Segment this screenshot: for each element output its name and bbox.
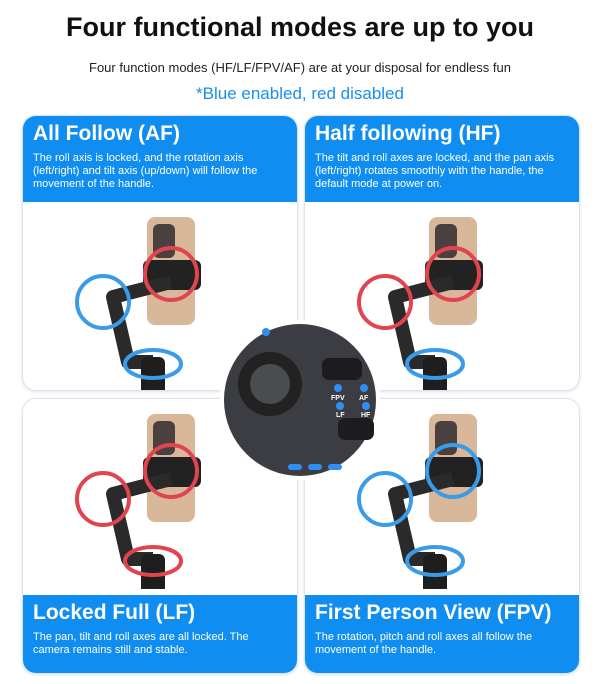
gimbal-illustration bbox=[357, 217, 483, 390]
tilt-axis-ring bbox=[357, 274, 413, 330]
mode-title: Half following (HF) bbox=[315, 122, 501, 145]
tilt-axis-ring bbox=[75, 471, 131, 527]
led-label: AF bbox=[359, 395, 369, 402]
roll-axis-ring bbox=[425, 246, 481, 302]
mode-description: The tilt and roll axes are locked, and t… bbox=[315, 152, 555, 190]
roll-axis-ring bbox=[143, 443, 199, 499]
tilt-axis-ring bbox=[357, 471, 413, 527]
mode-header: All Follow (AF) The roll axis is locked, … bbox=[23, 116, 297, 202]
gimbal-illustration bbox=[75, 414, 201, 589]
mode-header: First Person View (FPV) The rotation, pit… bbox=[305, 595, 579, 673]
led-label: FPV bbox=[331, 395, 345, 402]
mode-header: Locked Full (LF) The pan, tilt and roll a… bbox=[23, 595, 297, 673]
mode-title: First Person View (FPV) bbox=[315, 601, 552, 624]
page-title: Four functional modes are up to you bbox=[65, 12, 535, 42]
pan-axis-ring bbox=[405, 348, 465, 380]
handle bbox=[423, 357, 447, 390]
gimbal-illustration bbox=[357, 414, 483, 589]
mode-title: Locked Full (LF) bbox=[33, 601, 196, 624]
mode-description: The rotation, pitch and roll axes all fo… bbox=[315, 631, 533, 656]
gimbal-arm bbox=[106, 275, 173, 369]
roll-axis-ring bbox=[143, 246, 199, 302]
mode-card-fpv: First Person View (FPV) The rotation, pit… bbox=[304, 398, 580, 674]
handle bbox=[141, 357, 165, 390]
control-panel-closeup: FPV AF LF HF bbox=[220, 320, 380, 480]
gimbal-arm bbox=[106, 472, 173, 566]
handle bbox=[141, 554, 165, 589]
led-label: LF bbox=[336, 412, 345, 419]
mode-title: All Follow (AF) bbox=[33, 122, 180, 145]
tilt-axis-ring bbox=[75, 274, 131, 330]
pan-axis-ring bbox=[405, 545, 465, 577]
page-subtitle: Four function modes (HF/LF/FPV/AF) are a… bbox=[89, 60, 511, 75]
function-button bbox=[338, 418, 374, 440]
gimbal-illustration bbox=[75, 217, 201, 390]
mode-description: The roll axis is locked, and the rotatio… bbox=[33, 152, 258, 190]
pan-axis-ring bbox=[123, 348, 183, 380]
handle bbox=[423, 554, 447, 589]
gimbal-arm bbox=[388, 472, 455, 566]
mode-button bbox=[322, 358, 362, 380]
mode-description: The pan, tilt and roll axes are all lock… bbox=[33, 631, 249, 656]
mode-card-af: All Follow (AF) The roll axis is locked, … bbox=[22, 115, 298, 391]
pan-axis-ring bbox=[123, 545, 183, 577]
roll-axis-ring bbox=[425, 443, 481, 499]
gimbal-arm bbox=[388, 275, 455, 369]
mode-header: Half following (HF) The tilt and roll axe… bbox=[305, 116, 579, 202]
legend-note: *Blue enabled, red disabled bbox=[196, 84, 404, 103]
led-label: HF bbox=[361, 412, 371, 419]
